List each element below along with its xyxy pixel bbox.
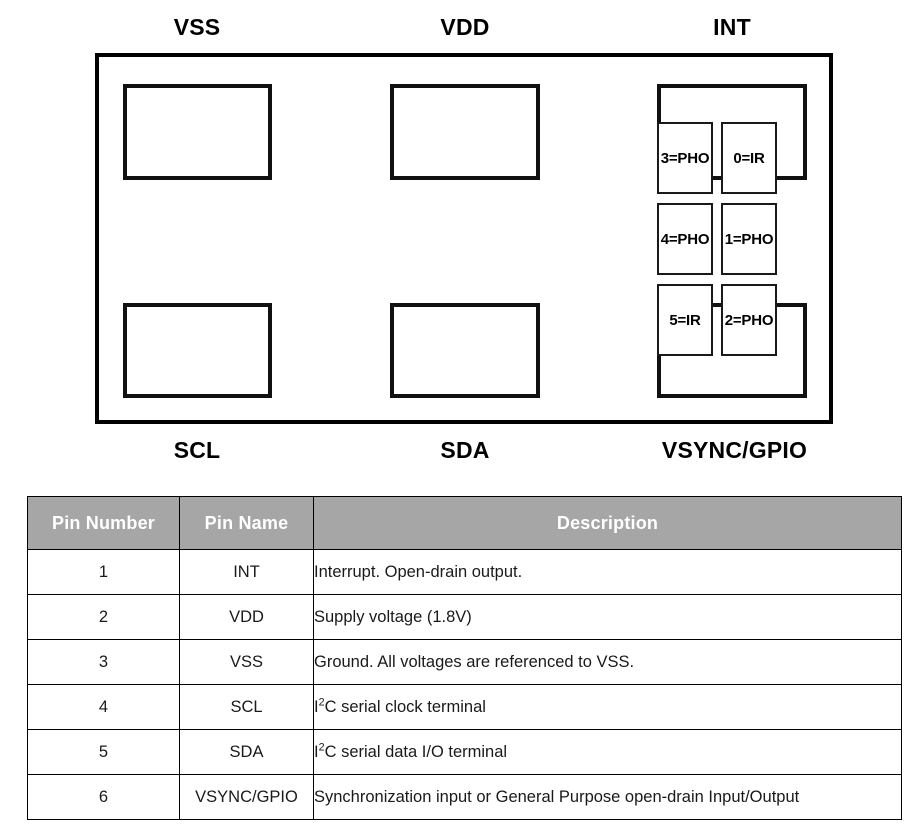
table-header-row: Pin Number Pin Name Description [27, 496, 902, 550]
pad-vss [123, 84, 272, 180]
cell-pin-number: 2 [27, 594, 180, 640]
cell-pin-name: VSYNC/GPIO [179, 774, 314, 820]
sensor-cell-1: 1=PHO [721, 203, 777, 275]
cell-pin-number: 6 [27, 774, 180, 820]
pad-label-vdd: VDD [440, 14, 490, 40]
cell-description: Ground. All voltages are referenced to V… [313, 639, 902, 685]
cell-pin-name: VDD [179, 594, 314, 640]
cell-pin-name: SCL [179, 684, 314, 730]
sensor-cell-2: 2=PHO [721, 284, 777, 356]
cell-pin-name: INT [179, 549, 314, 595]
sensor-cell-3: 3=PHO [657, 122, 713, 194]
column-header-description: Description [313, 496, 902, 550]
pad-label-scl: SCL [173, 437, 221, 463]
pad-label-vsync-gpio: VSYNC/GPIO [661, 437, 808, 463]
cell-description: Synchronization input or General Purpose… [313, 774, 902, 820]
pad-label-int: INT [713, 14, 751, 40]
cell-description: I2C serial data I/O terminal [313, 729, 902, 775]
pad-scl [123, 303, 272, 398]
pad-sda [390, 303, 540, 398]
cell-description: I2C serial clock terminal [313, 684, 902, 730]
column-header-pin-name: Pin Name [179, 496, 314, 550]
cell-pin-name: VSS [179, 639, 314, 685]
pad-label-vss: VSS [173, 14, 221, 40]
superscript: 2 [318, 741, 325, 753]
cell-pin-number: 1 [27, 549, 180, 595]
superscript: 2 [318, 696, 325, 708]
cell-description: Interrupt. Open-drain output. [313, 549, 902, 595]
cell-pin-name: SDA [179, 729, 314, 775]
pad-label-sda: SDA [440, 437, 490, 463]
package-pinout-diagram: VSS VDD INT 3=PHO 0=IR 4=PHO 1=PHO 5=IR … [95, 14, 833, 463]
sensor-cell-0: 0=IR [721, 122, 777, 194]
sensor-cell-5: 5=IR [657, 284, 713, 356]
cell-description: Supply voltage (1.8V) [313, 594, 902, 640]
cell-pin-number: 3 [27, 639, 180, 685]
sensor-cell-4: 4=PHO [657, 203, 713, 275]
cell-pin-number: 5 [27, 729, 180, 775]
cell-pin-number: 4 [27, 684, 180, 730]
pad-vdd [390, 84, 540, 180]
column-header-pin-number: Pin Number [27, 496, 180, 550]
